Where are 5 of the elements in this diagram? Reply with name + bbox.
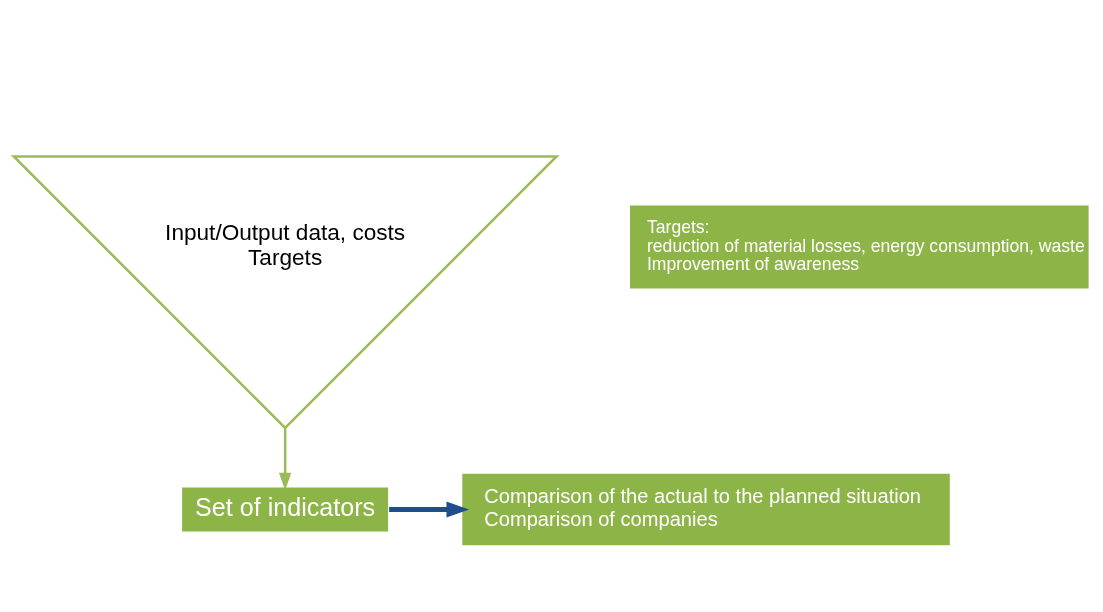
arrow (278, 428, 292, 491)
node-box: Set of indicators (180, 486, 390, 533)
node-box: Targets: reduction of material losses, energy consumption, waste Improvement of awareness (628, 204, 1090, 290)
node-box: Comparison of the actual to the planned situation Comparison of companies (461, 472, 952, 547)
arrow (389, 501, 470, 518)
